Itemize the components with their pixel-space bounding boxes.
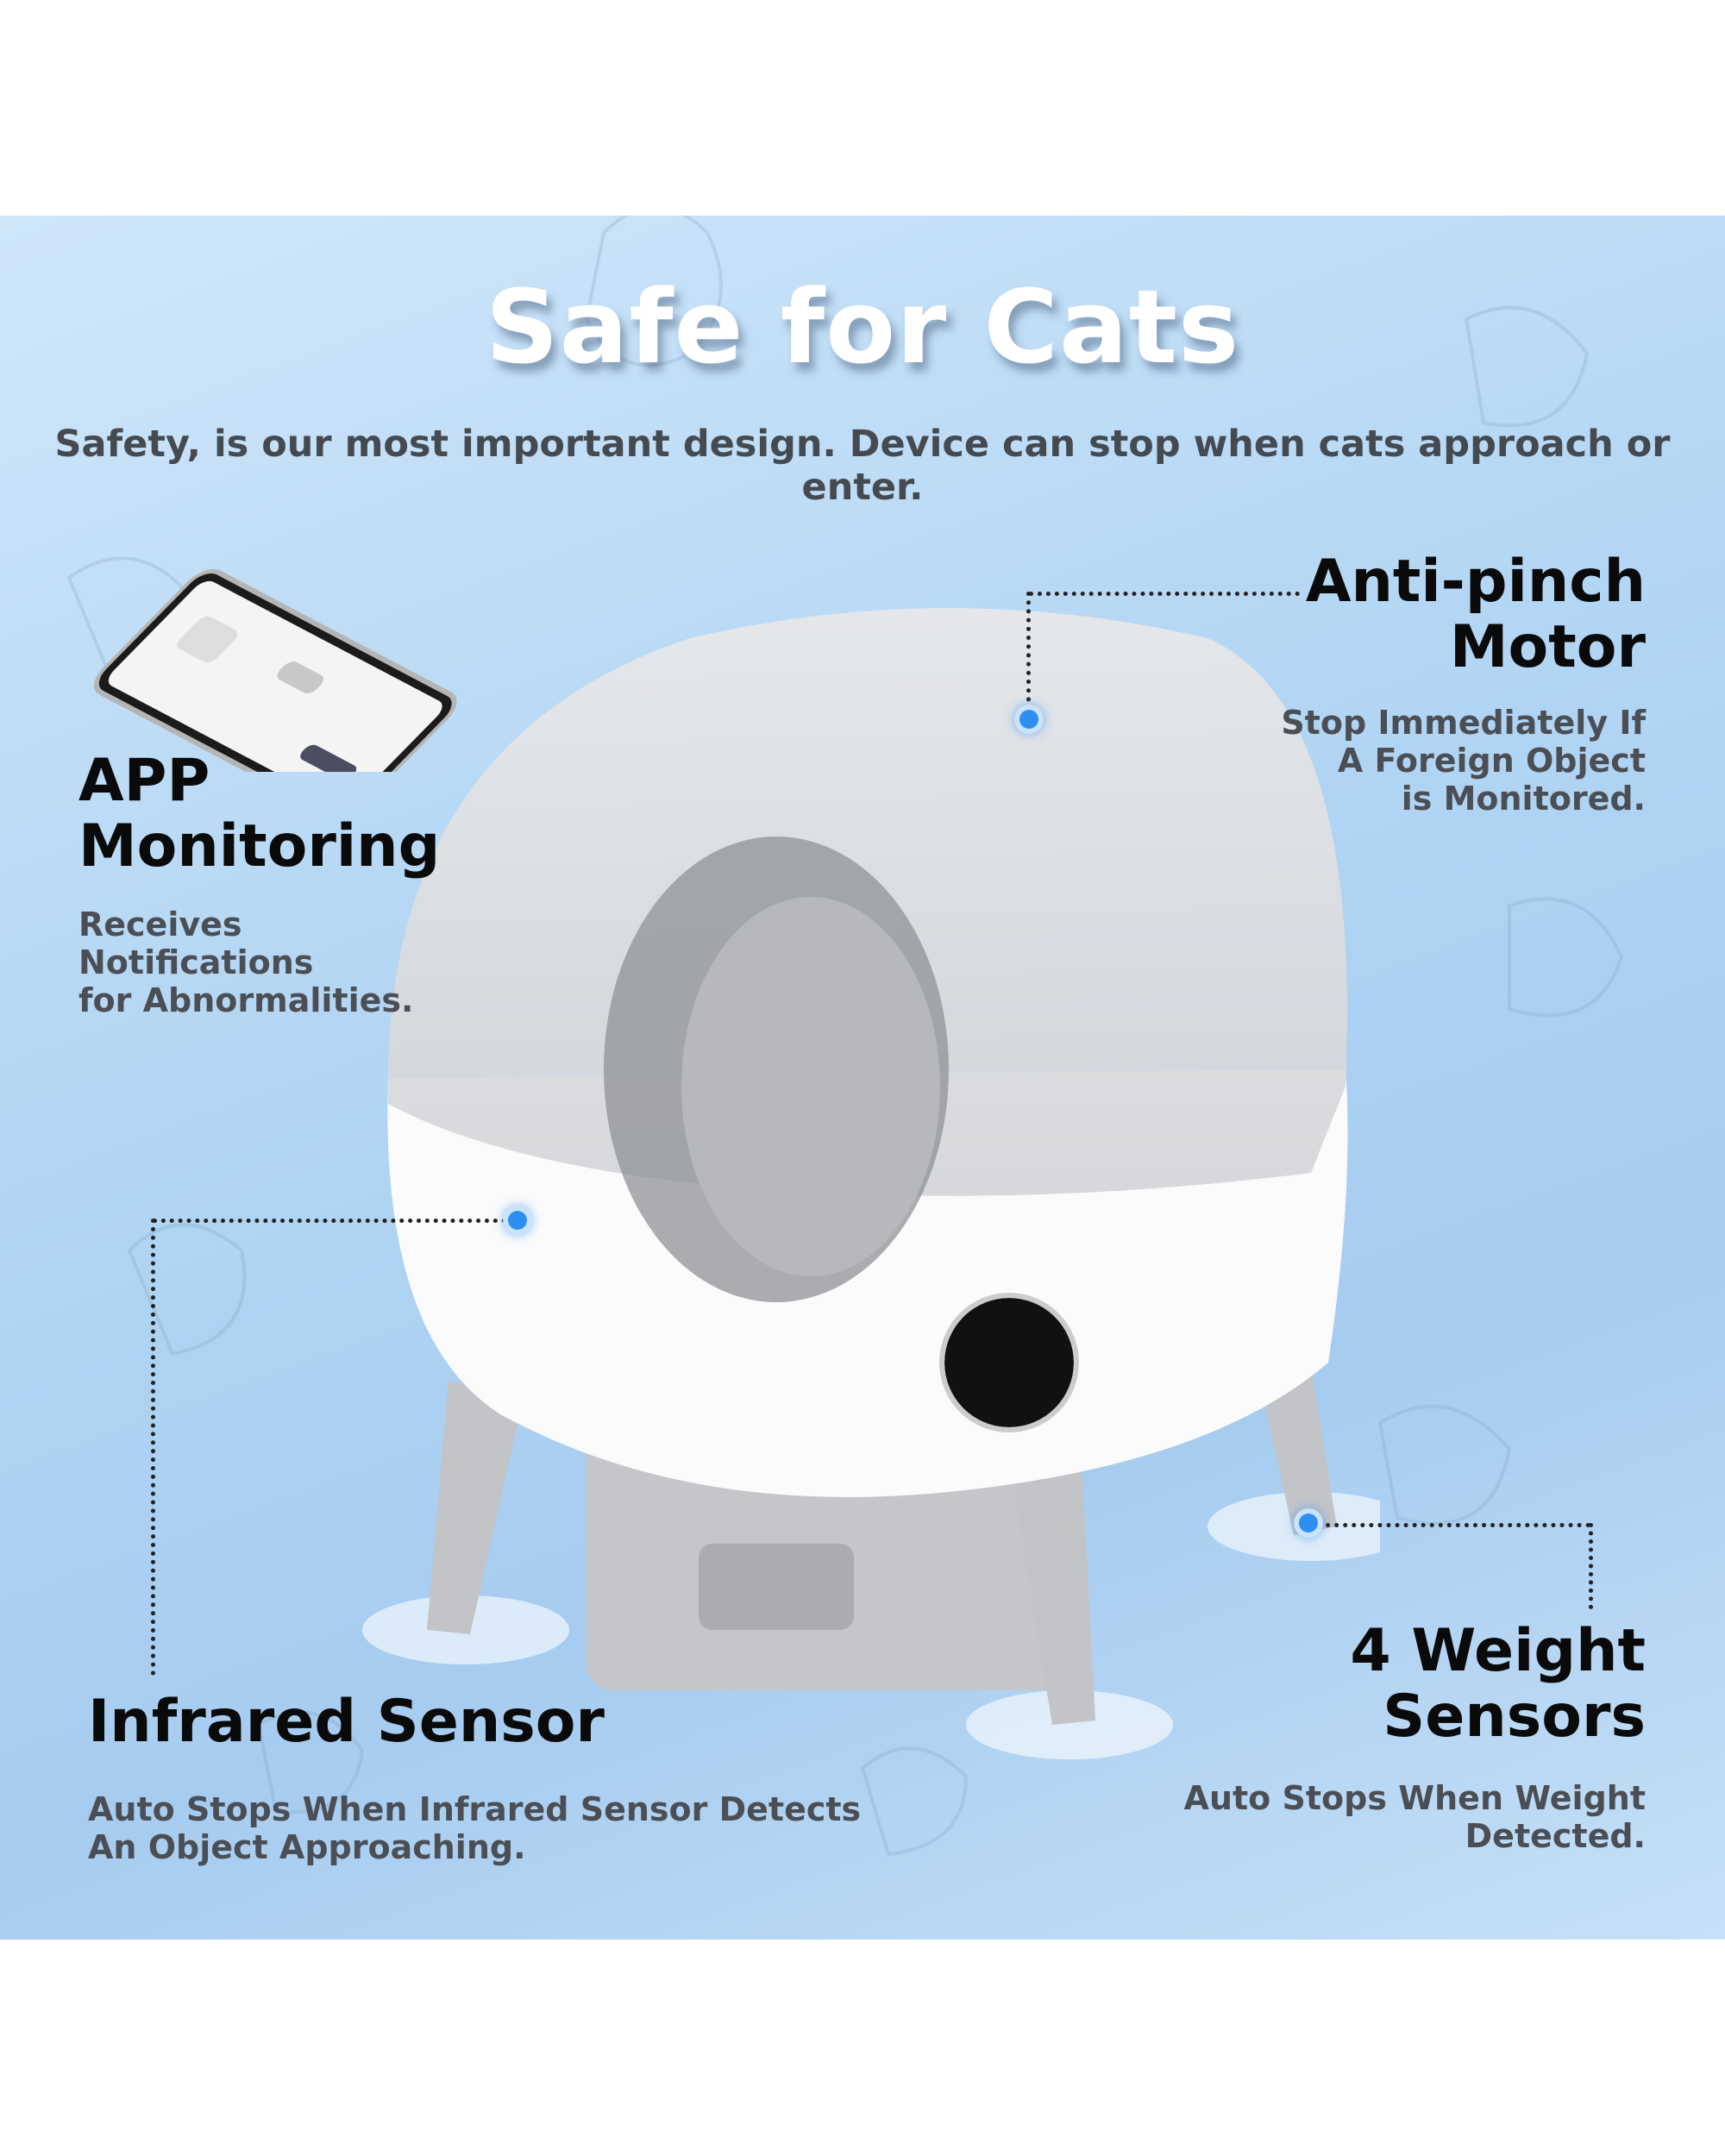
heading-line: 4 Weight (1350, 1617, 1646, 1685)
litter-box-product-image (362, 608, 1380, 1759)
app-monitoring-heading: APP Monitoring (78, 749, 440, 880)
infrared-leader-line-vertical (151, 1219, 155, 1676)
description-line: Auto Stops When Infrared Sensor Detects (88, 1790, 862, 1828)
weight-leader-line (1308, 1523, 1590, 1527)
weight-sensors-description: Auto Stops When Weight Detected. (1184, 1779, 1646, 1855)
description-line: A Foreign Object (1337, 742, 1646, 780)
anti-pinch-leader-line (1029, 592, 1300, 596)
infrared-sensor-description: Auto Stops When Infrared Sensor Detects … (88, 1790, 861, 1866)
anti-pinch-leader-line-vertical (1026, 592, 1031, 719)
heading-line: Anti-pinch (1305, 548, 1646, 616)
app-monitoring-description: Receives Notifications for Abnormalities… (78, 906, 413, 1019)
description-line: An Object Approaching. (88, 1828, 526, 1866)
description-line: Detected. (1465, 1817, 1646, 1855)
heading-line: Infrared Sensor (88, 1688, 605, 1756)
description-line: for Abnormalities. (78, 981, 414, 1019)
anti-pinch-description: Stop Immediately If A Foreign Object is … (1281, 704, 1646, 818)
anti-pinch-hotspot-dot (1014, 705, 1044, 734)
description-line: is Monitored. (1401, 780, 1646, 818)
weight-hotspot-dot (1294, 1508, 1323, 1538)
description-line: Notifications (78, 943, 314, 981)
description-line: Stop Immediately If (1281, 704, 1646, 742)
page-title: Safe for Cats (485, 267, 1240, 386)
infrared-hotspot-dot (503, 1206, 532, 1235)
weight-leader-line-vertical (1589, 1523, 1593, 1609)
infrared-sensor-heading: Infrared Sensor (88, 1689, 605, 1755)
smartphone-app-image (94, 569, 457, 772)
infrared-leader-line (153, 1219, 515, 1223)
heading-line: Motor (1449, 613, 1646, 681)
anti-pinch-heading: Anti-pinch Motor (1306, 549, 1646, 680)
heading-line: Monitoring (78, 812, 441, 881)
heading-line: APP (78, 747, 210, 815)
description-line: Receives (78, 906, 242, 943)
weight-sensors-heading: 4 Weight Sensors (1350, 1619, 1646, 1750)
heading-line: Sensors (1383, 1683, 1646, 1751)
description-line: Auto Stops When Weight (1183, 1779, 1646, 1817)
page-subtitle: Safety, is our most important design. De… (54, 423, 1671, 509)
